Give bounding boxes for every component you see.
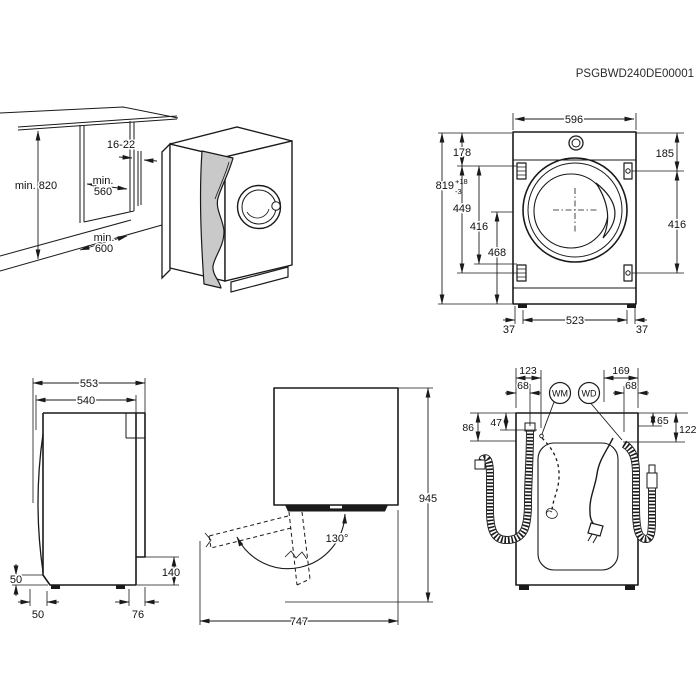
foot-left [519, 585, 529, 590]
door-swing-view: 130° 945 747 [199, 387, 439, 630]
side-dimension-view: 553 540 140 76 50 50 [8, 377, 181, 623]
washing-machine-isometric [161, 126, 293, 293]
door-handle-notch [330, 505, 342, 509]
machine-rear-outline [515, 412, 639, 590]
foot-front [51, 585, 60, 589]
side-dimensions: 553 540 140 76 50 50 [8, 377, 181, 623]
dim-cord-height: 122 [679, 424, 697, 436]
connection-badges: WM WD [541, 381, 623, 441]
rear-connections-view: WM WD 123 68 169 68 86 47 65 122 [461, 364, 698, 590]
rear-panel [537, 442, 619, 571]
dim-niche-depth: min. 560 [86, 174, 128, 200]
foot-right [627, 304, 636, 308]
rear-dimensions: 123 68 169 68 86 47 65 122 [461, 364, 698, 443]
top-hole [568, 135, 584, 151]
worktop [0, 106, 179, 131]
dim-label-16-22: 16-22 [107, 139, 135, 151]
dim-height-door-open: 945 [419, 493, 437, 505]
dim-hinge-span-left: 449 [453, 203, 471, 215]
drain-hose [474, 422, 536, 544]
floor-lines [0, 219, 163, 272]
foot-left [518, 304, 527, 308]
plinth [230, 266, 289, 293]
dim-height-tol-plus: +18 [455, 177, 468, 186]
dim-wd-inlet-height: 65 [657, 415, 669, 427]
dim-front-foot-inset: 50 [32, 609, 44, 621]
dim-drain-hose-offset: 68 [517, 380, 529, 392]
dim-label-min2: min. [94, 232, 115, 244]
dim-hinge-span-right: 416 [668, 219, 686, 231]
hinge-plates [516, 162, 633, 282]
dim-label-560: 560 [94, 186, 112, 198]
door-front [522, 157, 628, 263]
document-code: PSGBWD240DE00001 [575, 68, 694, 80]
drain-hose-end [474, 459, 486, 470]
swing-dimensions: 945 747 [199, 387, 439, 630]
dim-depth-body: 540 [77, 395, 95, 407]
dim-rear-recess-depth: 76 [132, 609, 144, 621]
dim-depth-door-open: 747 [290, 616, 308, 628]
dim-drain-height: 86 [462, 422, 474, 434]
door-handle-recess [595, 182, 616, 239]
foot-right [625, 585, 635, 590]
wd-badge-label: WD [582, 389, 597, 399]
dim-label-600: 600 [95, 243, 113, 255]
machine-top-outline [273, 387, 399, 512]
dim-width: 596 [565, 114, 583, 126]
dim-wm-inlet-height: 47 [490, 417, 502, 429]
wm-badge-circle [548, 381, 572, 405]
dim-rear-recess-height: 140 [162, 567, 180, 579]
dim-front-corner-height: 50 [10, 574, 22, 586]
dim-center-to-bottom: 468 [488, 247, 506, 259]
foot-rear [116, 585, 125, 589]
dim-foot-offset-left: 37 [503, 324, 515, 336]
inlet-hose [621, 440, 658, 544]
dim-label-min: min. [93, 175, 114, 187]
dim-label-min-820: min. 820 [15, 180, 57, 192]
machine-front-outline [512, 131, 637, 308]
cabinet-niche [79, 121, 142, 223]
door [236, 184, 282, 230]
niche-installation-view: min. 820 16-22 min. 560 min. 600 [0, 106, 293, 293]
dim-wd-hose-offset: 68 [625, 380, 637, 392]
door-bulge [37, 433, 44, 573]
dim-top-to-hinge-right: 185 [656, 148, 674, 160]
inlet-hose-fitting [646, 472, 658, 489]
dim-door-thickness: 16-22 [105, 138, 158, 164]
hose-coil-scribble [545, 508, 558, 519]
furniture-panel-cutaway [199, 150, 234, 289]
dim-top-to-hinge: 178 [453, 147, 471, 159]
inlet-hose-tip [648, 464, 656, 474]
dim-swing-angle: 130° [326, 533, 349, 545]
dim-foot-offset-right: 37 [636, 324, 648, 336]
dim-inner-span-left: 416 [470, 221, 488, 233]
wm-badge-label: WM [552, 389, 568, 399]
wd-badge-circle [577, 381, 601, 405]
door-open-positions: 130° [204, 511, 350, 586]
dim-foot-span: 523 [566, 315, 584, 327]
dim-floor-depth: min. 600 [79, 231, 128, 257]
power-plug [587, 522, 604, 537]
dim-min-height: min. 820 [13, 130, 59, 260]
dim-wm-hose-offset: 123 [519, 365, 537, 377]
front-dimension-view: 596 819 +18 -3 178 449 416 468 185 416 [434, 113, 688, 338]
dim-height: 819 [436, 180, 454, 192]
power-cord [587, 437, 614, 544]
machine-side-outline [37, 412, 146, 589]
door-handle [271, 201, 281, 211]
swing-arc [236, 513, 347, 570]
dim-height-tol-minus: -3 [455, 187, 462, 196]
dim-depth-total: 553 [80, 378, 98, 390]
front-dimensions: 596 819 +18 -3 178 449 416 468 185 416 [434, 113, 688, 338]
internal-drain-path [539, 433, 560, 519]
dim-right-offset: 169 [612, 365, 630, 377]
